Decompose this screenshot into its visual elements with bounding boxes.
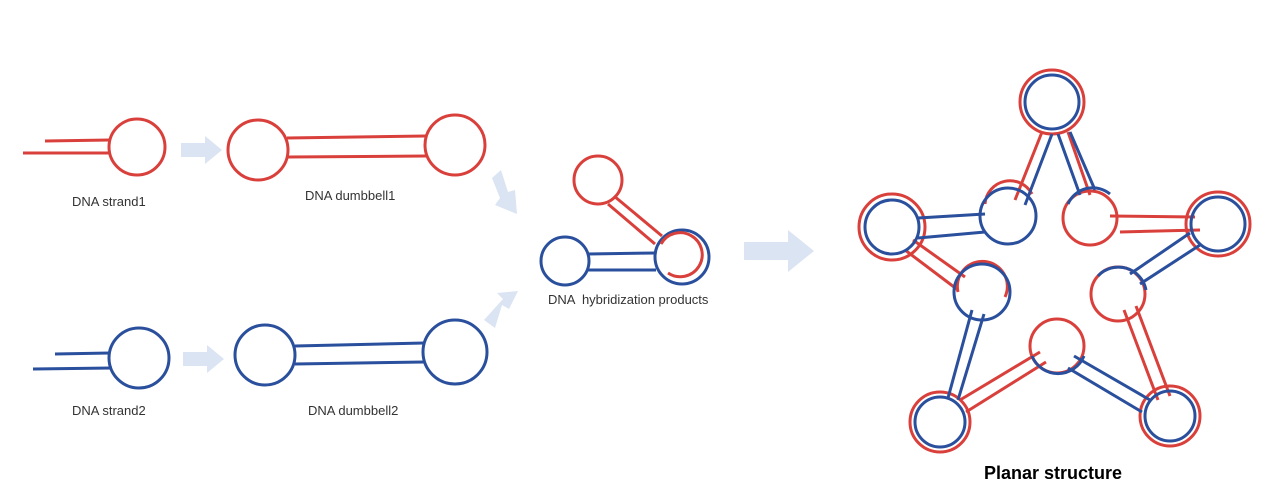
- blue-loop-inner-top-right-arc: [1066, 186, 1111, 205]
- blue-arm-left-lower-b: [956, 313, 986, 401]
- strand2-loop: [107, 326, 171, 390]
- red-arm-left-a: [912, 238, 966, 279]
- label-dumbbell1: DNA dumbbell1: [305, 188, 395, 203]
- strand2-short-tail: [54, 351, 111, 356]
- blue-loop-inner-right-arc: [1096, 265, 1148, 291]
- blue-loop-bottom-right: [1143, 389, 1197, 443]
- red-arm-bottom-left-a: [959, 350, 1041, 402]
- labels: DNA strand1 DNA dumbbell1 DNA strand2 DN…: [72, 188, 1122, 483]
- dna-dumbbell2: [233, 318, 489, 387]
- hybrid-shared-loop-red: [659, 231, 704, 279]
- arrow-strand2-to-dumbbell2: [183, 345, 224, 373]
- blue-arm-left-bottom: [917, 230, 986, 240]
- dna-dumbbell1: [226, 113, 487, 182]
- red-loop-inner-top-right: [1061, 189, 1119, 247]
- hybrid-red-top-loop: [572, 154, 624, 206]
- blue-loop-left: [863, 198, 921, 256]
- hybrid-shared-loop-blue: [653, 228, 711, 286]
- strand1-short-tail: [44, 138, 111, 143]
- red-arm-right-lower-b: [1134, 305, 1172, 397]
- arrow-strand1-to-dumbbell1: [181, 136, 222, 164]
- blue-arm-right-a: [1129, 231, 1191, 276]
- hybrid-blue-left-loop: [539, 235, 591, 287]
- red-loop-left: [857, 192, 927, 262]
- blue-arm-left-top: [917, 212, 986, 220]
- red-arm-left-b: [904, 248, 959, 292]
- red-loop-inner-left-arc: [955, 259, 1009, 298]
- red-loop-top: [1018, 68, 1086, 136]
- blue-arm-top-left: [1023, 133, 1054, 206]
- planar-structure: [857, 68, 1252, 454]
- blue-loop-inner-top-left: [978, 186, 1038, 246]
- red-arm-right-top: [1109, 214, 1196, 219]
- dna-strand1: [23, 117, 167, 177]
- red-arm-right-lower-a: [1122, 309, 1160, 401]
- red-loop-bottom-right: [1138, 384, 1202, 448]
- dumbbell2-stem-top: [294, 341, 425, 348]
- label-planar: Planar structure: [984, 463, 1122, 483]
- red-loop-right: [1184, 190, 1252, 258]
- blue-loop-bottom-left: [913, 395, 967, 449]
- blue-loop-top: [1023, 73, 1081, 131]
- flow-arrows: [181, 136, 814, 373]
- planar-red-strands: [857, 68, 1252, 454]
- dumbbell1-stem-bottom: [287, 154, 427, 159]
- dumbbell1-right-loop: [423, 113, 487, 177]
- planar-blue-strands: [863, 73, 1247, 449]
- blue-arm-top-right-b: [1068, 131, 1097, 191]
- label-strand2: DNA strand2: [72, 403, 146, 418]
- label-dumbbell2: DNA dumbbell2: [308, 403, 398, 418]
- blue-arm-bottom-right-a: [1073, 354, 1151, 402]
- dna-hybrid: [539, 154, 711, 287]
- dumbbell2-left-loop: [233, 323, 297, 387]
- blue-loop-inner-left: [952, 262, 1012, 322]
- blue-arm-top-right-a: [1056, 133, 1082, 196]
- dumbbell1-stem-top: [286, 134, 427, 140]
- strand1-loop: [107, 117, 167, 177]
- blue-arm-left-lower-a: [946, 309, 974, 399]
- red-arm-top-left-a: [1013, 131, 1044, 201]
- blue-loop-inner-bottom-arc: [1030, 355, 1086, 376]
- dumbbell2-stem-bottom: [294, 360, 425, 366]
- arrow-dumbbell2-to-hybrid: [484, 291, 518, 328]
- blue-arm-bottom-right-b: [1067, 366, 1143, 414]
- label-strand1: DNA strand1: [72, 194, 146, 209]
- red-loop-bottom-left: [908, 390, 972, 454]
- arrow-dumbbell1-to-hybrid: [492, 170, 517, 214]
- red-arm-top-right-a: [1066, 131, 1092, 196]
- blue-arm-right-b: [1139, 243, 1201, 286]
- dumbbell2-right-loop: [421, 318, 489, 386]
- hybrid-red-stem-b: [607, 202, 656, 246]
- strand2-long-tail: [32, 366, 113, 371]
- hybrid-red-stem-a: [613, 194, 663, 238]
- blue-loop-right: [1189, 195, 1247, 253]
- red-arm-bottom-left-b: [965, 360, 1047, 414]
- dna-strand2: [32, 326, 171, 390]
- dumbbell1-left-loop: [226, 118, 290, 182]
- arrow-hybrid-to-planar: [744, 230, 814, 272]
- hybrid-blue-stem-a: [587, 251, 657, 256]
- label-hybrid: DNA hybridization products: [548, 292, 709, 307]
